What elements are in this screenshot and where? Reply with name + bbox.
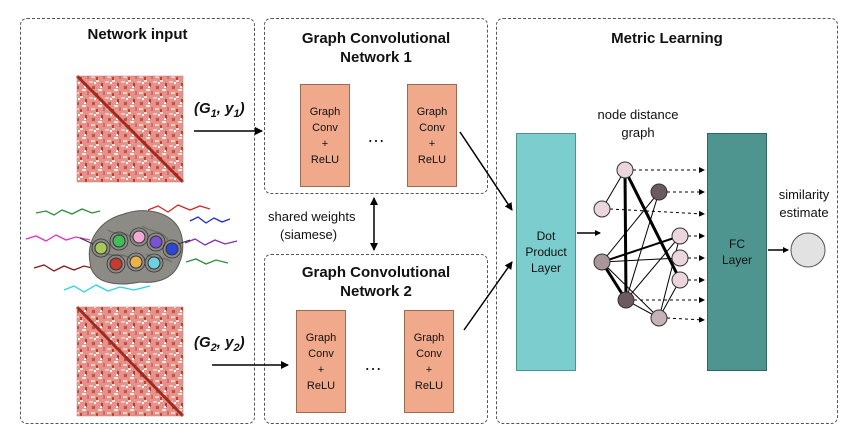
dot-product-layer: Dot Product Layer — [516, 133, 576, 371]
gcn-label-line3: + — [321, 137, 329, 150]
similarity-label: similarity estimate — [772, 186, 836, 222]
graph-to-fc-dashed-arrows — [609, 167, 705, 323]
dot-layer-line3: Layer — [530, 261, 561, 275]
gcn-label-line2: Conv — [419, 121, 445, 134]
shared-weights-line2: (siamese) — [280, 227, 338, 242]
gcn-label-line1: Graph — [416, 105, 448, 118]
gcn-label-line3: + — [425, 363, 433, 376]
metric-learning-panel: Metric Learning — [496, 18, 838, 424]
graph-node — [616, 161, 634, 179]
gcn-label-line1: Graph — [309, 105, 341, 118]
dot-layer-line1: Dot — [536, 229, 556, 243]
input2-g: G — [199, 334, 211, 351]
graph-nodes — [593, 161, 689, 327]
gcn1-to-dot-arrow — [459, 131, 513, 211]
graph-node — [593, 253, 611, 271]
node-distance-line2: graph — [621, 125, 655, 140]
graph-node — [593, 200, 611, 218]
graph-node — [617, 291, 635, 309]
gcn1-title: Graph Convolutional Network 1 — [301, 30, 451, 66]
input-label-2: (G2, y2) — [194, 334, 245, 354]
graph-node — [650, 309, 668, 327]
input1-g: G — [199, 100, 211, 117]
signal-traces-icon — [25, 204, 238, 293]
input1-y: y — [225, 100, 234, 117]
input1-y-sub: 1 — [233, 108, 240, 120]
node-distance-label: node distance graph — [586, 106, 690, 142]
gcn2-to-dot-arrow — [463, 261, 513, 331]
network-input-title: Network input — [87, 26, 188, 43]
node-distance-graph — [600, 169, 682, 319]
input2-g-sub: 2 — [210, 342, 217, 354]
connectivity-matrix-1-icon — [75, 74, 185, 184]
gcn2-block-b: Graph Conv + ReLU — [404, 310, 454, 413]
graph-node — [671, 271, 689, 289]
network-input-panel: Network input — [20, 18, 255, 424]
gcn-label-line4: ReLU — [310, 153, 340, 166]
brain-icon — [79, 210, 191, 285]
input-label-1: (G1, y1) — [194, 100, 245, 120]
gcn-label-line4: ReLU — [306, 379, 336, 392]
gcn-label-line1: Graph — [413, 331, 445, 344]
input1-g-sub: 1 — [210, 108, 217, 120]
dot-layer-line2: Product — [525, 245, 567, 259]
gcn-label-line3: + — [317, 363, 325, 376]
node-distance-line1: node distance — [597, 107, 679, 122]
gcn2-block-a: Graph Conv + ReLU — [296, 310, 346, 413]
gcn2-ellipsis: … — [364, 354, 382, 374]
gcn-label-line4: ReLU — [417, 153, 447, 166]
gcn2-panel: Graph Convolutional Network 2 — [264, 254, 488, 424]
connectivity-matrix-2-icon — [75, 305, 185, 418]
gcn-label-line4: ReLU — [414, 379, 444, 392]
gcn1-block-a: Graph Conv + ReLU — [300, 84, 350, 187]
gcn1-panel: Graph Convolutional Network 1 — [264, 18, 488, 194]
fc-layer-line1: FC — [729, 237, 745, 251]
gcn-label-line3: + — [428, 137, 436, 150]
graph-node — [650, 183, 668, 201]
gcn1-block-b: Graph Conv + ReLU — [407, 84, 457, 187]
gcn-label-line2: Conv — [312, 121, 338, 134]
shared-weights-label: shared weights (siamese) — [268, 208, 355, 244]
gcn-label-line2: Conv — [416, 347, 442, 360]
metric-learning-title: Metric Learning — [611, 30, 723, 47]
graph-node — [671, 249, 689, 267]
gcn2-title: Graph Convolutional Network 2 — [301, 264, 451, 300]
similarity-line2: estimate — [779, 205, 829, 220]
fc-layer: FC Layer — [707, 133, 767, 371]
fc-layer-line2: Layer — [721, 253, 753, 267]
input2-y-sub: 2 — [233, 342, 240, 354]
gcn-label-line1: Graph — [305, 331, 337, 344]
gcn1-ellipsis: … — [367, 126, 385, 146]
gcn-label-line2: Conv — [308, 347, 334, 360]
shared-weights-line1: shared weights — [268, 209, 356, 224]
similarity-output-node — [790, 232, 826, 268]
input2-y: y — [225, 334, 234, 351]
graph-node — [671, 227, 689, 245]
similarity-line1: similarity — [778, 187, 830, 202]
